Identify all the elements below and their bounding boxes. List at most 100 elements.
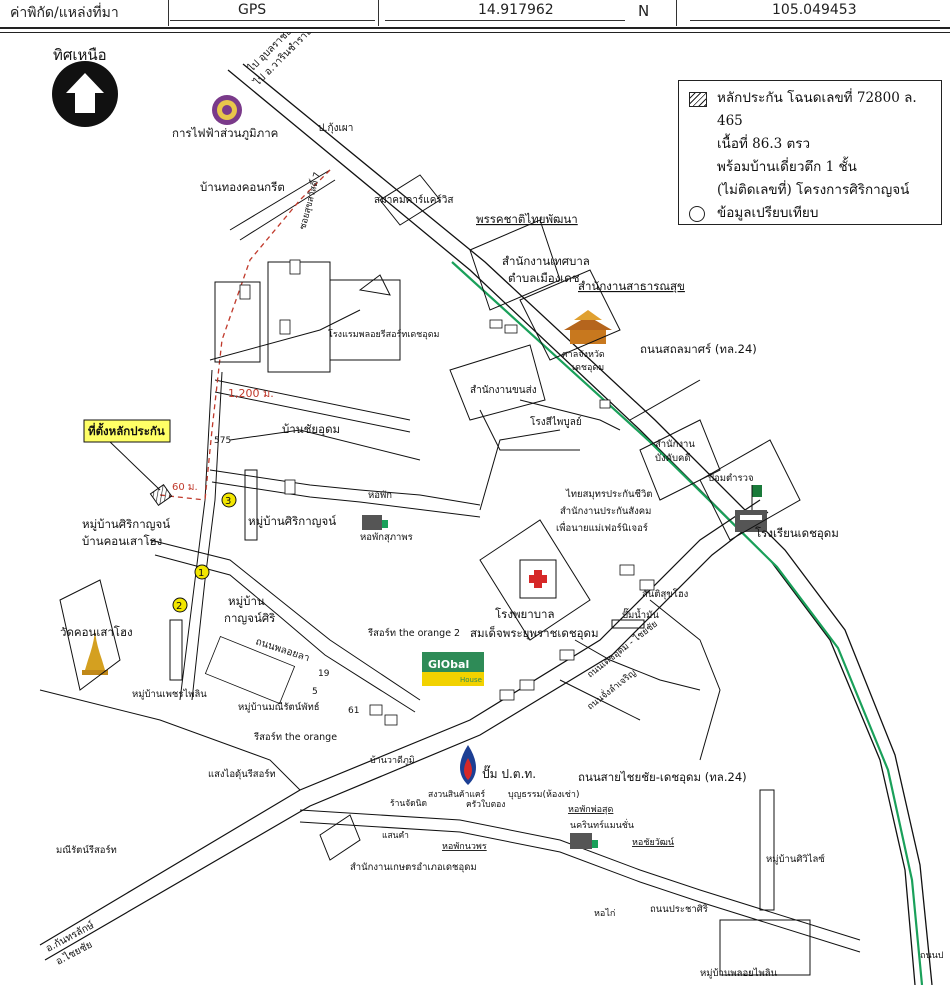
source-value: GPS [238,2,267,18]
label-sanguan-mart: สงวนสินค้าแคร์ [428,789,486,800]
dorm-icon [362,515,388,530]
label-school: โรงเรียนเดชอุดม [755,526,839,540]
label-kanchan-village-2: กาญจน์ศิริ [224,611,275,625]
svg-text:2: 2 [176,601,182,612]
location-map: ทิศเหนือ [39,32,944,985]
label-dorm-chaiwat: หอชัยวัฒน์ [632,836,674,848]
label-hospital-2: สมเด็จพระยุพราชเดชอุดม [470,625,599,640]
label-road-chaiya: ถนนสายไชยชัย-เดชอุดม (ทล.24) [578,770,747,784]
label-saenkham: แสนคำ [382,831,409,841]
label-furniture: เพื่อนายแม่เฟอร์นิเจอร์ [556,521,648,534]
label-siri-village-2: หมู่บ้านศิริกาญจน์ [82,517,170,531]
label-ban-chai: บ้านชัยอุดม [282,422,340,436]
label-no-5: 5 [312,687,318,697]
label-transport: สำนักงานขนส่ง [470,385,537,396]
coordinate-header: ค่าพิกัด/แหล่งที่มา GPS 14.917962 N 105.… [0,0,950,26]
housing-blocks [204,259,655,726]
north-arrow-icon [52,61,118,127]
longitude-underline [690,20,940,21]
svg-text:1: 1 [198,568,204,579]
label-electric-authority: การไฟฟ้าส่วนภูมิภาค [172,126,278,140]
direction-value: N [638,2,650,20]
header-divider [676,0,677,26]
label-collateral-site: ที่ตั้งหลักประกัน [88,422,165,438]
legend-line-3: พร้อมบ้านเดี่ยวตึก 1 ชั้น [717,159,857,175]
label-distance-60: 60 ม. [172,482,198,493]
label-road-24: ถนนสถลมาศร์ (ทล.24) [640,342,757,356]
label-oil-station: ปั๊มน้ำมัน [622,607,659,621]
label-road-pracha: ถนนประชาศิริ [650,904,708,915]
north-label: ทิศเหนือ [53,46,107,64]
secondary-roads [39,169,861,953]
legend-comparison: ข้อมูลเปรียบเทียบ [687,202,933,225]
label-court: สำนักงาน [655,439,695,450]
label-mansion: นครินทร์แมนชั่น [570,818,634,831]
label-ban-khon: บ้านคอนเสาโฮง [82,534,162,548]
header-rule [0,27,950,33]
label-health: สำนักงานสาธารณสุข [578,279,685,293]
shrine-icon [564,310,612,344]
header-divider [168,0,169,26]
label-police: ป้อมตำรวจ [708,473,754,484]
temple-icon [82,628,108,675]
label-santisuk: สันติสุขโฮง [642,588,688,600]
label-agri-office: สำนักงานเกษตรอำเภอเดชอุดม [350,862,477,873]
longitude-value: 105.049453 [772,2,857,18]
label-shrine-2: เดชอุดม [572,363,604,373]
legend-line-2: เนื้อที่ 86.3 ตรว [717,136,811,152]
legend-line-1: หลักประกัน โฉนดเลขที่ 72800 ล. 465 [717,90,917,129]
svg-text:3: 3 [225,496,231,507]
label-phloy-village: หมู่บ้านพลอยไพลิน [700,967,778,979]
label-pumpha: ป.กุ้งเผา [318,122,353,134]
legend-line-5: ข้อมูลเปรียบเทียบ [717,205,819,221]
source-underline [170,20,375,21]
circle-swatch-icon [689,206,705,222]
ptt-logo-icon [460,745,476,785]
label-phet-village: หมู่บ้านเพชรไพลิน [132,688,207,700]
latitude-value: 14.917962 [478,2,554,18]
hospital-icon [519,559,557,599]
label-hor-kai: หอไก่ [594,908,615,919]
label-party: พรรคชาติไทยพัฒนา [476,212,578,226]
label-siri-village: หมู่บ้านศิริกาญจน์ [248,514,336,528]
legend-line-4: (ไม่ติดเลขที่) โครงการศิริกาญจน์ [717,182,910,198]
header-divider [378,0,379,26]
label-boonsom: บุญธรรม(ห้องเช่า) [508,789,579,800]
label-resort-phloy: โรงแรมพลอยรีสอร์ทเดชอุดม [328,328,440,340]
hatch-swatch-icon [689,92,707,107]
global-house-name: GlObal [428,658,469,671]
label-distance-1200: 1,200 ม. [228,387,274,400]
label-krua-baitong: ครัวใบตอง [466,799,505,810]
dashed-route [204,169,331,501]
label-ptt: ปั๊ม ป.ต.ท. [482,765,536,781]
label-road-right: ถนนป [920,951,944,961]
label-janid: ร้านจัดนิด [390,798,427,809]
building-outlines [59,174,811,976]
collateral-callout [83,419,171,491]
label-insurance-1: ไทยสมุทรประกันชีวิต [565,488,652,500]
label-wat: วัดคอนเสาโฮง [60,625,133,639]
label-insurance-2: สำนักงานประกันสังคม [560,506,651,517]
label-rice-mill: โรงสีไพบูลย์ [530,415,582,428]
dashed-route-60m [159,494,206,501]
comparison-point-3: 3 [221,492,237,508]
comparison-point-1: 1 [194,564,210,580]
school-icon [735,485,767,532]
label-575: 575 [214,436,231,446]
label-saeng-resort: แสงไอดุ้นรีสอร์ท [208,768,276,780]
label-siwilai-village: หมู่บ้านศิวิไลซ์ [766,853,825,865]
label-maneerat-village: หมู่บ้านมณีรัตน์พัทธ์ [238,701,320,713]
label-dorm-phosut: หอพักพ่อสุด [568,805,614,815]
label-soi: ซอยสุขสวัสดิ์ 7 [295,171,323,231]
label-banwa: บ้านวาดีภูมิ [370,755,415,766]
label-maneerat-resort: มณีรัตน์รีสอร์ท [56,844,117,856]
label-hospital: โรงพยาบาล [495,607,555,621]
label-samakhom: สมาคมคาร์แคร์วิส [374,194,454,206]
legend-collateral: หลักประกัน โฉนดเลขที่ 72800 ล. 465 [687,87,933,133]
map-legend: หลักประกัน โฉนดเลขที่ 72800 ล. 465 เนื้อ… [678,80,942,225]
latitude-underline [385,20,625,21]
coordinate-label: ค่าพิกัด/แหล่งที่มา [10,5,119,21]
label-thong-concrete: บ้านทองคอนกรีต [200,180,285,194]
global-house-logo-icon [422,652,484,686]
label-tambon: ตำบลเมืองเดช [508,271,580,285]
